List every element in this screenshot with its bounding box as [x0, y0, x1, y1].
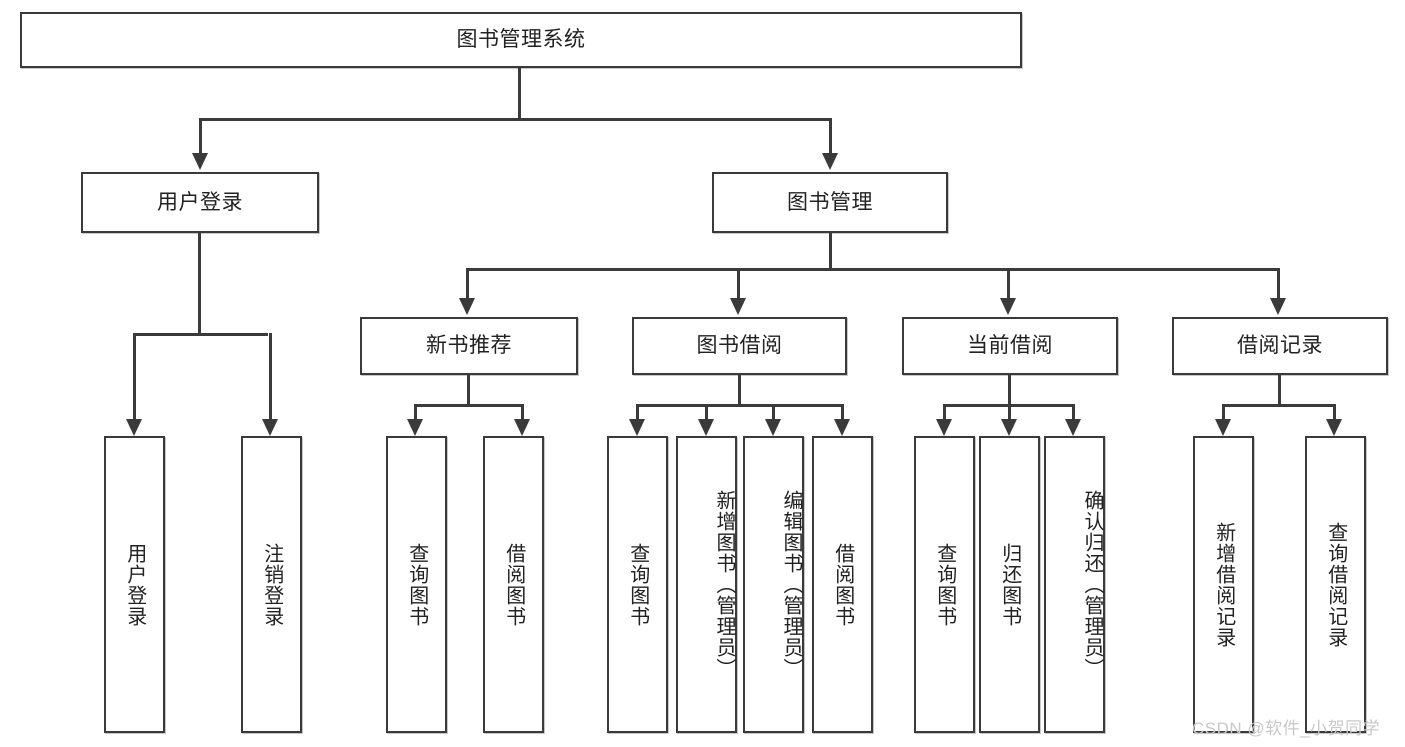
- node-label: 图书借阅: [696, 334, 783, 358]
- connector-bm-leg-1: [466, 268, 469, 300]
- arrowhead-bb-leaf-2: [698, 419, 714, 436]
- arrowhead-bb-leaf-1: [629, 419, 645, 436]
- node-label: 借阅图书: [502, 542, 525, 627]
- node-label: 图书管理系统: [456, 28, 586, 52]
- node-book-borrow[interactable]: 图书借阅: [632, 317, 847, 375]
- connector-nbr-leg-2: [521, 404, 524, 421]
- node-root-book-management-system[interactable]: 图书管理系统: [20, 12, 1022, 68]
- arrowhead-nbr-leaf-1: [407, 419, 423, 436]
- leaf-bb-edit-book-admin[interactable]: 编辑图书（管理员）: [743, 436, 804, 733]
- arrowhead-to-user-login: [192, 153, 208, 170]
- node-label: 新增借阅记录: [1212, 521, 1235, 648]
- connector-nbr-stem: [467, 375, 470, 407]
- connector-br-stem: [1278, 375, 1281, 407]
- connector-br-bus: [1222, 404, 1336, 407]
- node-label: 查询图书: [626, 542, 649, 627]
- connector-bb-leg-1: [636, 404, 639, 421]
- connector-nbr-leg-1: [414, 404, 417, 421]
- connector-user-login-leg-1: [133, 333, 136, 421]
- connector-bm-leg-3: [1007, 268, 1010, 300]
- arrowhead-br-leaf-1: [1215, 419, 1231, 436]
- connector-book-management-bus: [466, 268, 1280, 271]
- connector-bm-leg-2: [737, 268, 740, 300]
- arrowhead-to-book-management: [822, 153, 838, 170]
- connector-bb-leg-3: [772, 404, 775, 421]
- connector-cb-leg-1: [943, 404, 946, 421]
- arrowhead-cb-leaf-3: [1065, 419, 1081, 436]
- connector-bm-leg-4: [1277, 268, 1280, 300]
- node-new-book-recommend[interactable]: 新书推荐: [360, 317, 578, 375]
- connector-root-to-user-login: [199, 118, 202, 155]
- arrowhead-new-book-recommend: [459, 298, 475, 315]
- connector-root-bus: [199, 118, 832, 121]
- arrowhead-bb-leaf-4: [834, 419, 850, 436]
- node-book-management[interactable]: 图书管理: [712, 172, 948, 233]
- connector-nbr-bus: [414, 404, 524, 407]
- node-label: 注销登录: [260, 542, 283, 627]
- node-label: 借阅图书: [831, 542, 854, 627]
- leaf-nbr-borrow-book[interactable]: 借阅图书: [483, 436, 544, 733]
- arrowhead-borrow-record: [1270, 298, 1286, 315]
- arrowhead-book-borrow: [730, 298, 746, 315]
- node-label: 查询图书: [405, 542, 428, 627]
- connector-br-leg-1: [1222, 404, 1225, 421]
- arrowhead-user-login-leaf-2: [262, 419, 278, 436]
- node-label: 新增图书（管理员）: [713, 490, 735, 679]
- connector-cb-leg-3: [1072, 404, 1075, 421]
- connector-root-stem: [518, 68, 521, 118]
- node-label: 编辑图书（管理员）: [780, 490, 802, 679]
- connector-bb-bus: [636, 404, 844, 407]
- leaf-nbr-query-book[interactable]: 查询图书: [386, 436, 447, 733]
- connector-cb-stem: [1008, 375, 1011, 407]
- node-borrow-record[interactable]: 借阅记录: [1172, 317, 1388, 375]
- arrowhead-current-borrow: [1000, 298, 1016, 315]
- node-user-login[interactable]: 用户登录: [81, 172, 319, 233]
- connector-root-to-book-management: [829, 118, 832, 155]
- arrowhead-nbr-leaf-2: [514, 419, 530, 436]
- connector-bb-leg-4: [841, 404, 844, 421]
- connector-book-management-stem: [829, 233, 832, 270]
- leaf-cb-confirm-return-admin[interactable]: 确认归还（管理员）: [1044, 436, 1105, 733]
- connector-cb-leg-2: [1008, 404, 1011, 421]
- node-current-borrow[interactable]: 当前借阅: [902, 317, 1118, 375]
- node-label: 归还图书: [998, 542, 1021, 627]
- leaf-cb-return-book[interactable]: 归还图书: [979, 436, 1040, 733]
- connector-user-login-leg-2: [269, 333, 272, 421]
- leaf-bb-query-book[interactable]: 查询图书: [607, 436, 668, 733]
- node-label: 借阅记录: [1237, 334, 1323, 358]
- node-label: 新书推荐: [426, 334, 512, 358]
- node-label: 确认归还（管理员）: [1081, 490, 1103, 679]
- arrowhead-cb-leaf-1: [936, 419, 952, 436]
- node-label: 查询图书: [933, 542, 956, 627]
- node-label: 用户登录: [123, 542, 146, 627]
- arrowhead-br-leaf-2: [1326, 419, 1342, 436]
- arrowhead-bb-leaf-3: [765, 419, 781, 436]
- leaf-cb-query-book[interactable]: 查询图书: [914, 436, 975, 733]
- leaf-br-query-record[interactable]: 查询借阅记录: [1305, 436, 1366, 733]
- leaf-bb-borrow-book[interactable]: 借阅图书: [812, 436, 873, 733]
- leaf-br-add-record[interactable]: 新增借阅记录: [1193, 436, 1254, 733]
- connector-bb-stem: [738, 375, 741, 407]
- leaf-bb-add-book-admin[interactable]: 新增图书（管理员）: [676, 436, 737, 733]
- node-label: 用户登录: [157, 190, 243, 214]
- node-label: 当前借阅: [967, 334, 1053, 358]
- arrowhead-user-login-leaf-1: [126, 419, 142, 436]
- connector-user-login-stem: [198, 233, 201, 335]
- arrowhead-cb-leaf-2: [1001, 419, 1017, 436]
- node-label: 图书管理: [787, 190, 873, 214]
- connector-user-login-bus: [133, 333, 268, 336]
- leaf-logout-login[interactable]: 注销登录: [241, 436, 302, 733]
- connector-bb-leg-2: [705, 404, 708, 421]
- leaf-user-login[interactable]: 用户登录: [104, 436, 165, 733]
- watermark-csdn: CSDN @软件_小贺同学: [1192, 719, 1381, 738]
- connector-br-leg-2: [1333, 404, 1336, 421]
- node-label: 查询借阅记录: [1324, 521, 1347, 648]
